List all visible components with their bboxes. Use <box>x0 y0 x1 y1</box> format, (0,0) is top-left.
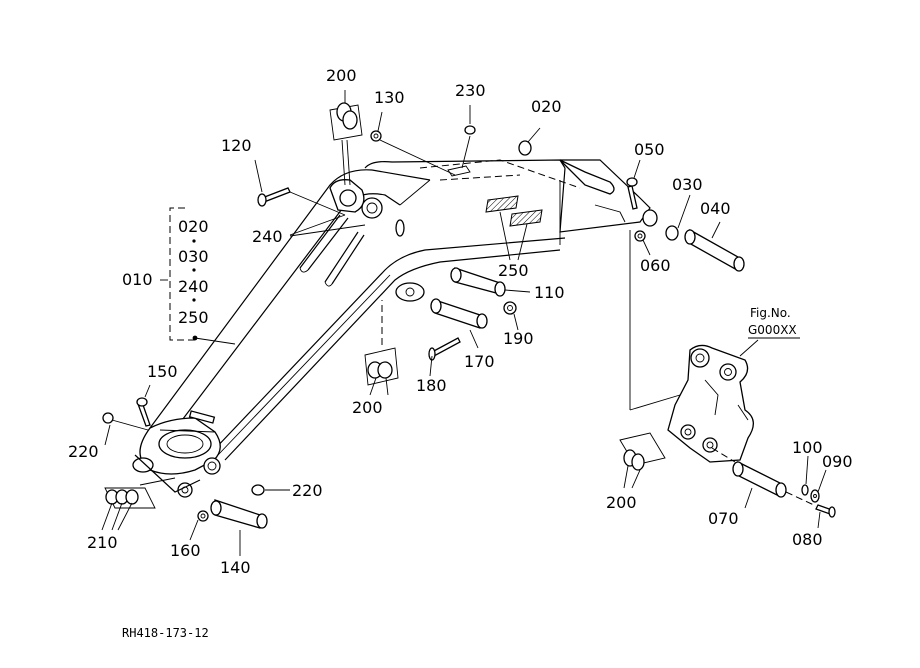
callout-130: 130 <box>374 88 405 107</box>
callout-240: 240 <box>252 227 283 246</box>
fig-ref-title: Fig.No. <box>750 306 791 320</box>
callout-250: 250 <box>498 261 529 280</box>
callout-230: 230 <box>455 81 486 100</box>
bolt-050 <box>626 159 641 210</box>
callout-220-left: 220 <box>68 442 99 461</box>
assembly-item-1: 030 <box>178 247 209 266</box>
callout-labels: 200 130 230 020 050 030 040 120 240 060 … <box>68 66 853 640</box>
leaders-250 <box>499 211 528 261</box>
callout-060: 060 <box>640 256 671 275</box>
arm-body <box>132 159 651 498</box>
nut-160 <box>189 510 209 541</box>
assembly-item-0: 020 <box>178 217 209 236</box>
leaders-240 <box>289 214 366 237</box>
bushing-020-top <box>518 127 615 195</box>
callout-170: 170 <box>464 352 495 371</box>
callout-200-mid: 200 <box>352 398 383 417</box>
bushing-200-mid <box>364 300 399 396</box>
cap-220-right <box>251 484 290 496</box>
callout-040: 040 <box>700 199 731 218</box>
callout-050: 050 <box>634 140 665 159</box>
bushing-200-top <box>329 90 363 186</box>
callout-110: 110 <box>534 283 565 302</box>
footer-code: RH418-173-12 <box>122 626 209 640</box>
bolt-180 <box>428 337 461 377</box>
callout-200-right: 200 <box>606 493 637 512</box>
cap-220-left <box>102 412 149 446</box>
callout-090: 090 <box>822 452 853 471</box>
assembly-bracket <box>160 207 198 341</box>
grease-nipple-230 <box>447 105 476 177</box>
callout-100: 100 <box>792 438 823 457</box>
nut-190 <box>503 301 519 331</box>
pin-170 <box>430 298 488 349</box>
callout-080: 080 <box>792 530 823 549</box>
callout-180: 180 <box>416 376 447 395</box>
callout-200-top: 200 <box>326 66 357 85</box>
pin-140 <box>210 499 268 556</box>
assembly-item-3: 250 <box>178 308 209 327</box>
callout-220-right: 220 <box>292 481 323 500</box>
callout-070: 070 <box>708 509 739 528</box>
callout-020-top: 020 <box>531 97 562 116</box>
assembly-main-010: 010 <box>122 270 153 289</box>
decal-250-a <box>485 195 519 213</box>
assembly-item-2: 240 <box>178 277 209 296</box>
callout-120: 120 <box>221 136 252 155</box>
bolt-120 <box>254 159 346 216</box>
pin-110 <box>450 267 531 297</box>
dot-030 <box>192 239 196 243</box>
fig-ref-code: G000XX <box>748 323 797 337</box>
dot-240 <box>192 268 196 272</box>
nut-130 <box>370 111 456 176</box>
dot-250 <box>192 298 196 302</box>
bucket-link-assembly <box>619 230 836 529</box>
decal-250-b <box>509 209 543 227</box>
callout-210: 210 <box>87 533 118 552</box>
callout-150: 150 <box>147 362 178 381</box>
pin-040 <box>684 221 745 272</box>
callout-190: 190 <box>503 329 534 348</box>
nut-060 <box>634 230 651 256</box>
callout-140: 140 <box>220 558 251 577</box>
callout-160: 160 <box>170 541 201 560</box>
bolt-150 <box>136 384 151 427</box>
callout-030-right: 030 <box>672 175 703 194</box>
bushing-set-210 <box>101 477 176 531</box>
bushing-030 <box>642 194 691 241</box>
dot-body <box>192 335 198 341</box>
